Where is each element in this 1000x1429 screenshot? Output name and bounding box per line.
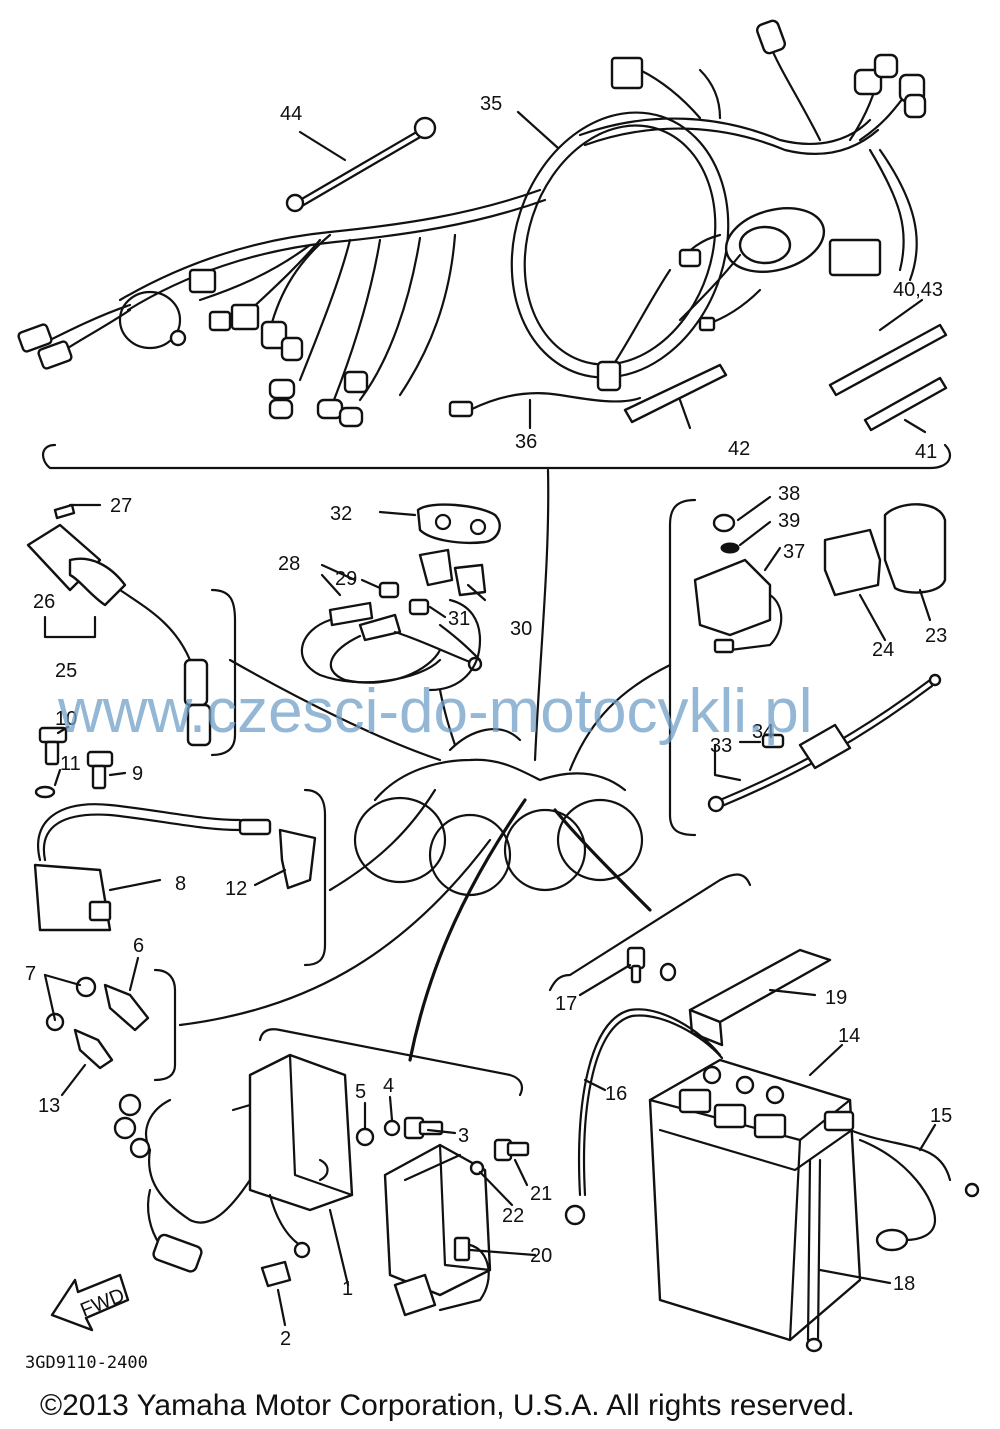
callout-labels: 1 2 3 4 5 6 7 8 9 10 11 12 13 14 15 16 1… (25, 93, 952, 1350)
callout-9: 9 (132, 763, 143, 785)
wire-harness (17, 19, 927, 428)
lead-wire-36 (448, 392, 642, 418)
bracket-8-12 (303, 788, 327, 967)
callout-2: 2 (280, 1328, 291, 1350)
callout-16: 16 (605, 1083, 627, 1105)
callout-41: 41 (915, 441, 937, 463)
callout-12: 12 (225, 878, 247, 900)
switch-6-7-13 (45, 976, 150, 1070)
callout-18: 18 (893, 1273, 915, 1295)
cable-tie-42 (623, 363, 728, 424)
callout-22: 22 (502, 1205, 524, 1227)
callout-27: 27 (110, 495, 132, 517)
callout-38: 38 (778, 483, 800, 505)
cap-assembly-25 (26, 503, 212, 747)
brace-battery (548, 873, 752, 992)
callout-leaders (43, 110, 937, 1327)
fwd-arrow: FWD (50, 1273, 130, 1332)
callout-28: 28 (278, 553, 300, 575)
bracket-right-group (668, 498, 697, 837)
callout-32: 32 (330, 503, 352, 525)
ground-wire-44 (285, 116, 437, 213)
battery-breather-15 (848, 1128, 980, 1252)
callout-30: 30 (510, 618, 532, 640)
callout-8: 8 (175, 873, 186, 895)
bracket-6-13 (153, 968, 177, 1082)
callout-42: 42 (728, 438, 750, 460)
group-brace-harness (42, 443, 952, 470)
callout-10: 10 (55, 708, 77, 730)
cdi-unit-1 (113, 1053, 354, 1288)
bolts-3-5 (355, 1116, 444, 1147)
callout-6: 6 (133, 935, 144, 957)
brace-bottom-left (258, 1028, 524, 1097)
part-code: 3GD9110-2400 (25, 1353, 148, 1373)
cable-tie-40-43 (828, 323, 948, 397)
callout-15: 15 (930, 1105, 952, 1127)
copyright: ©2013 Yamaha Motor Corporation, U.S.A. A… (40, 1389, 855, 1422)
ignition-coil-8 (33, 803, 317, 932)
callout-23: 23 (925, 625, 947, 647)
watermark: www.czesci-do-motocykli.pl (57, 677, 813, 746)
battery-band-19 (688, 948, 832, 1047)
callout-39: 39 (778, 510, 800, 532)
callout-35: 35 (480, 93, 502, 115)
callout-33: 33 (710, 735, 732, 757)
band-41 (863, 376, 948, 432)
callout-5: 5 (355, 1081, 366, 1103)
callout-44: 44 (280, 103, 302, 125)
callout-34: 34 (752, 721, 774, 743)
callout-20: 20 (530, 1245, 552, 1267)
callout-14: 14 (838, 1025, 860, 1047)
callout-25: 25 (55, 660, 77, 682)
sensor-group-28-32 (300, 503, 501, 692)
callout-11: 11 (60, 753, 81, 775)
callout-31: 31 (448, 608, 470, 630)
rectifier-20 (383, 1138, 530, 1317)
callout-17: 17 (555, 993, 577, 1015)
relay-group-23-24-37 (693, 503, 947, 654)
leader-lines (178, 468, 672, 1062)
callout-36: 36 (515, 431, 537, 453)
sensor-33-34 (707, 673, 942, 813)
callout-3: 3 (458, 1125, 469, 1147)
callout-13: 13 (38, 1095, 60, 1117)
callout-37: 37 (783, 541, 805, 563)
callout-7: 7 (25, 963, 36, 985)
callout-1: 1 (342, 1278, 353, 1300)
bracket-25 (210, 588, 237, 757)
battery-lead-16 (564, 946, 724, 1226)
callout-29: 29 (335, 568, 357, 590)
battery-14 (648, 1058, 862, 1353)
callout-26: 26 (33, 591, 55, 613)
callout-24: 24 (872, 639, 894, 661)
callout-4: 4 (383, 1075, 394, 1097)
vehicle-silhouette (353, 728, 644, 897)
callout-40-43: 40,43 (893, 279, 943, 301)
callout-21: 21 (530, 1183, 552, 1205)
callout-19: 19 (825, 987, 847, 1009)
